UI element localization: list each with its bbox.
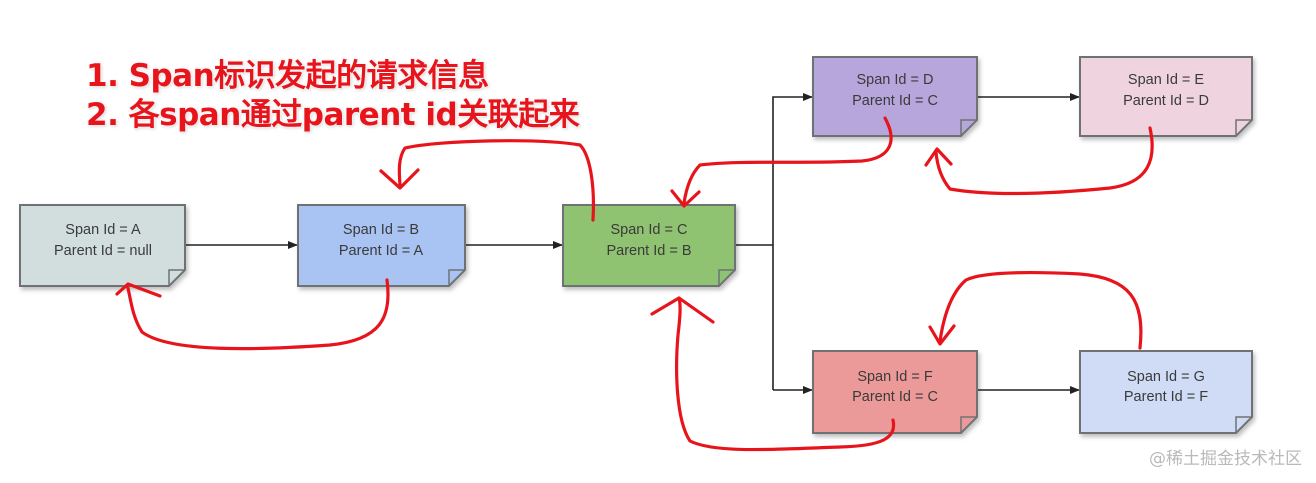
span-node-c-id: Span Id = C	[611, 222, 688, 238]
span-node-b-fold	[448, 269, 465, 286]
span-node-e: Span Id = E Parent Id = D	[1079, 56, 1253, 137]
span-node-b-parent: Parent Id = A	[339, 243, 424, 259]
red-arrowhead-e-to-d	[924, 147, 953, 167]
red-arrowhead-b-to-a	[115, 282, 162, 298]
span-node-a-fold	[168, 269, 185, 286]
span-node-b-id: Span Id = B	[343, 222, 419, 238]
red-arrow-g-to-f	[938, 271, 1143, 350]
red-arrow-b-to-a	[126, 278, 390, 351]
span-node-f-parent: Parent Id = C	[852, 389, 938, 405]
span-node-g-parent: Parent Id = F	[1124, 389, 1208, 405]
red-arrowhead-c-to-b	[379, 168, 420, 190]
span-node-c-shape	[562, 204, 736, 287]
span-node-e-fold	[1235, 119, 1252, 136]
span-node-a-shape	[19, 204, 186, 287]
red-arrow-f-to-c	[675, 296, 896, 452]
span-node-a: Span Id = A Parent Id = null	[19, 204, 186, 287]
annotation-parent-link: 2. 各span通过parent id关联起来	[86, 97, 580, 133]
span-node-g-fold	[1235, 416, 1252, 433]
red-arrow-c-to-b	[397, 139, 596, 222]
red-arrowhead-g-to-f	[928, 324, 956, 346]
red-arrow-d-to-c	[682, 116, 893, 205]
span-node-e-shape	[1079, 56, 1253, 137]
span-node-f-shape	[812, 350, 978, 434]
span-node-d-fold	[960, 119, 977, 136]
span-node-c-parent: Parent Id = B	[606, 243, 691, 259]
span-node-b-shape	[297, 204, 466, 287]
span-node-c: Span Id = C Parent Id = B	[562, 204, 736, 287]
span-node-d-id: Span Id = D	[857, 72, 934, 88]
span-node-d: Span Id = D Parent Id = C	[812, 56, 978, 137]
span-node-g-id: Span Id = G	[1127, 369, 1205, 385]
span-node-c-fold	[718, 269, 735, 286]
span-node-e-id: Span Id = E	[1128, 72, 1205, 88]
red-arrowhead-f-to-c	[650, 296, 715, 324]
span-node-g-shape	[1079, 350, 1253, 434]
span-node-d-parent: Parent Id = C	[852, 93, 938, 109]
span-node-f-fold	[960, 416, 977, 433]
span-node-a-id: Span Id = A	[65, 222, 141, 238]
span-node-b: Span Id = B Parent Id = A	[297, 204, 466, 287]
span-node-f-id: Span Id = F	[857, 369, 933, 385]
span-node-g: Span Id = G Parent Id = F	[1079, 350, 1253, 434]
red-arrow-e-to-d	[934, 126, 1154, 196]
watermark: @稀土掘金技术社区	[1149, 449, 1302, 469]
span-node-e-parent: Parent Id = D	[1123, 93, 1209, 109]
connector-c-d	[772, 93, 813, 390]
annotation-span-meaning: 1. Span标识发起的请求信息	[86, 58, 489, 94]
span-node-d-shape	[812, 56, 978, 137]
span-node-f: Span Id = F Parent Id = C	[812, 350, 978, 434]
span-node-a-parent: Parent Id = null	[54, 243, 152, 259]
red-arrowhead-d-to-c	[670, 189, 701, 208]
